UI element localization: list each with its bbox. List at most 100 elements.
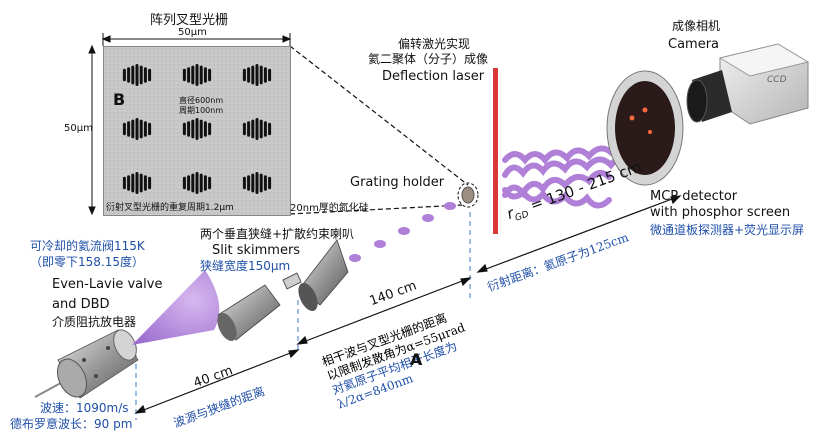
grating-holder (457, 182, 479, 208)
fork-grating (122, 64, 152, 86)
slit-plate (282, 272, 302, 290)
grating-bar (187, 175, 191, 191)
grating-bar (251, 65, 255, 85)
grating-bar (187, 67, 191, 83)
skimmers-en: Slit skimmers (212, 243, 301, 258)
fork-grating (182, 118, 212, 140)
grating-bar (143, 175, 147, 191)
panel-width-label: 50μm (178, 27, 207, 38)
valve (34, 329, 139, 399)
dist-40-arrow (134, 349, 300, 414)
panel-height-arrow (88, 44, 96, 216)
grating-bar (127, 67, 131, 83)
skimmer-1 (217, 284, 281, 342)
grating-bar (182, 176, 186, 190)
atom-beam-dots (349, 202, 456, 262)
grating-array-image: B 直径600nm 周期100nm 衍射叉型光栅的重复周期1.2μm (103, 46, 291, 216)
grating-bar (208, 122, 212, 136)
grating-bar (203, 67, 207, 83)
grating-bar (208, 176, 212, 190)
grating-bar (199, 119, 203, 139)
grating-bar (182, 68, 186, 82)
grating-bar (195, 118, 199, 140)
grating-bar (255, 172, 259, 194)
grating-bar (131, 173, 135, 193)
panel-height-label: 50μm (64, 123, 93, 134)
grating-bar (139, 65, 143, 85)
grating-bar (187, 121, 191, 137)
grating-bar (263, 175, 267, 191)
grating-bar (135, 172, 139, 194)
grating-bar (135, 118, 139, 140)
mcp-detector (606, 70, 684, 186)
grating-bar (259, 119, 263, 139)
grating-bar (195, 64, 199, 86)
mcp-zh: 微通道板探测器+荧光显示屏 (650, 223, 805, 237)
grating-bar (199, 173, 203, 193)
grating-bar (131, 65, 135, 85)
grating-bar (191, 173, 195, 193)
camera-en: Camera (668, 37, 720, 52)
valve-zh-3: 介质阻抗放电器 (52, 315, 137, 329)
fork-grating (242, 172, 272, 194)
laser-zh-1: 偏转激光实现 (398, 37, 471, 51)
panel-title: 阵列叉型光栅 (150, 13, 229, 28)
grating-bar (263, 121, 267, 137)
wave-wavelength: 德布罗意波长：90 pm (10, 417, 133, 431)
grating-bar (208, 68, 212, 82)
grating-bar (122, 176, 126, 190)
grating-bar (255, 118, 259, 140)
period-note: 周期100nm (179, 106, 224, 115)
film-label: 20nm厚的氮化硅 (290, 203, 369, 214)
grating-bar (122, 68, 126, 82)
zoom-line-top (289, 45, 469, 186)
panel-letter: B (113, 90, 126, 109)
valve-en-1: Even-Lavie valve (52, 277, 163, 292)
grating-bar (143, 121, 147, 137)
grating-bar (251, 173, 255, 193)
camera (686, 43, 810, 125)
camera-chip: CCD (767, 75, 787, 85)
laser-zh-2: 氦二聚体（分子）成像 (368, 52, 489, 66)
fork-grating (122, 118, 152, 140)
grating-bar (203, 175, 207, 191)
grating-bar (148, 68, 152, 82)
grating-bar (127, 175, 131, 191)
grating-bar (251, 119, 255, 139)
grating-bar (268, 176, 272, 190)
grating-bar (148, 176, 152, 190)
grating-bar (268, 122, 272, 136)
grating-bar (127, 121, 131, 137)
wave-speed: 波速：1090m/s (40, 401, 129, 415)
dist-140-arrow (296, 277, 472, 345)
grating-bar (122, 122, 126, 136)
skimmers-zh: 两个垂直狭缝+扩散约束喇叭 (200, 227, 355, 241)
grating-bar (203, 121, 207, 137)
grating-bar (247, 121, 251, 137)
valve-zh-1: 可冷却的氦流阀115K (30, 239, 145, 253)
fork-gratings (122, 64, 272, 194)
grating-bar (242, 176, 246, 190)
grating-bar (191, 119, 195, 139)
skimmer-2 (298, 239, 349, 312)
grating-bar (182, 122, 186, 136)
valve-zh-2: （即零下158.15度） (30, 255, 144, 269)
grating-bar (135, 64, 139, 86)
deflection-laser (493, 68, 498, 234)
beam-cone (132, 270, 220, 345)
grating-bar (255, 64, 259, 86)
dist140-letter: A (410, 350, 423, 369)
camera-zh: 成像相机 (672, 19, 721, 33)
grating-bar (263, 67, 267, 83)
grating-bar (247, 175, 251, 191)
dist-rgd-arrow (476, 195, 682, 273)
panel-width-arrow (101, 33, 292, 46)
grating-bar (259, 65, 263, 85)
fork-grating (242, 64, 272, 86)
grating-bar (242, 68, 246, 82)
grating-bar (247, 67, 251, 83)
diameter-note: 直径600nm (179, 96, 224, 105)
diffraction-spirals (502, 145, 636, 209)
grating-bar (139, 173, 143, 193)
panel-caption: 衍射叉型光栅的重复周期1.2μm (106, 203, 234, 213)
